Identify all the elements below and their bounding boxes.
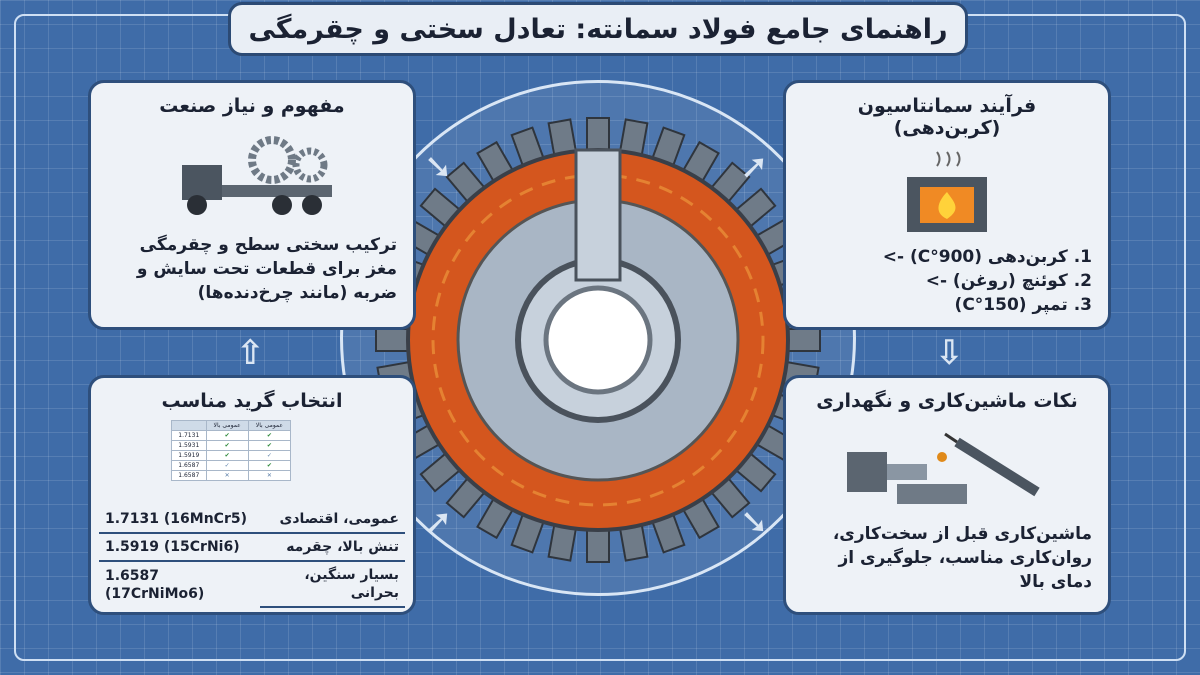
- arrow-icon: ➚: [424, 502, 453, 542]
- gear-cross-section-illustration: [375, 117, 821, 563]
- step: 3. تمپر (150°C): [954, 295, 1092, 315]
- arrow-icon: ➘: [424, 147, 453, 187]
- arrow-icon: ➚: [740, 147, 769, 187]
- arrow-up-icon: ⇧: [236, 333, 265, 373]
- page-title: راهنمای جامع فولاد سمانته: تعادل سختی و …: [228, 2, 968, 56]
- panel-heading: انتخاب گرید مناسب: [161, 390, 343, 412]
- bore-hole: [543, 285, 653, 395]
- step: 2. کوئنچ (روغن) ->: [925, 271, 1092, 291]
- furnace-icon: [907, 151, 987, 232]
- panel-heading: نکات ماشین‌کاری و نگهداری: [816, 390, 1078, 412]
- panel-machining: نکات ماشین‌کاری و نگهداری ماشین‌کاری قبل…: [783, 375, 1111, 615]
- truck-gears-icon: [182, 136, 332, 215]
- arrow-down-icon: ⇩: [935, 333, 964, 373]
- keyway-cut: [574, 148, 622, 282]
- arrow-icon: ➘: [740, 502, 769, 542]
- step: 1. کربن‌دهی (900°C) ->: [882, 247, 1092, 267]
- panel-process: فرآیند سمانتاسیون (کربن‌دهی) 1. کربن‌دهی…: [783, 80, 1111, 330]
- panel-heading: مفهوم و نیاز صنعت: [159, 95, 345, 117]
- panel-concept: مفهوم و نیاز صنعت ترکیب سختی سطح و چقرمگ…: [88, 80, 416, 330]
- lathe-oil-can-icon: [847, 432, 1040, 504]
- machining-text: ماشین‌کاری قبل از سخت‌کاری، روان‌کاری من…: [832, 524, 1092, 592]
- panel-heading: فرآیند سمانتاسیون (کربن‌دهی): [857, 95, 1037, 139]
- concept-text: ترکیب سختی سطح و چقرمگی مغز برای قطعات ت…: [136, 235, 397, 303]
